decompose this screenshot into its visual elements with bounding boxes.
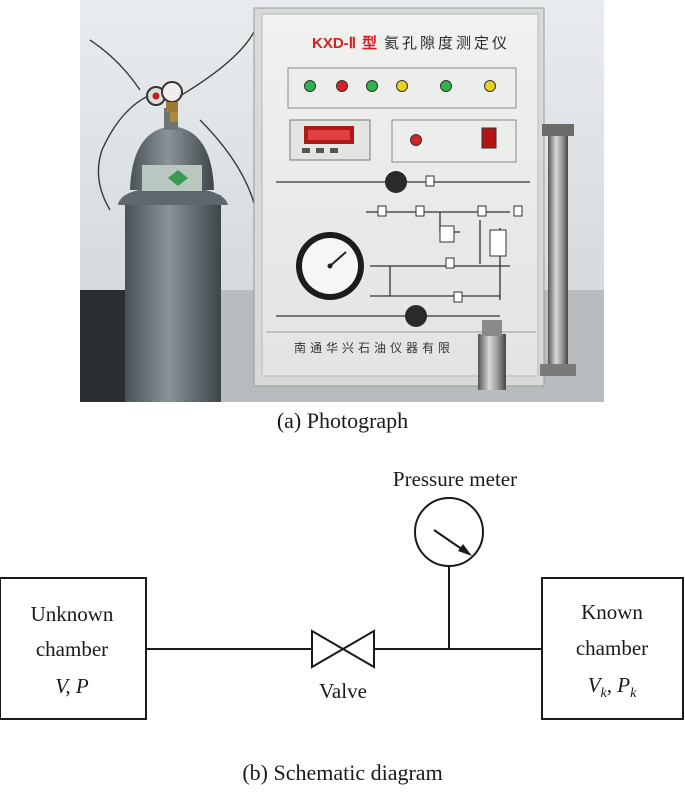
unknown-chamber-label-line1: Unknown — [31, 602, 114, 626]
known-chamber-label-line2: chamber — [576, 636, 648, 660]
unknown-chamber-label-line2: chamber — [36, 637, 108, 661]
control-knob-icon — [405, 305, 427, 327]
schematic-diagram: Pressure meter Unknown chamber V, P Know… — [0, 467, 684, 720]
green-light-icon — [440, 80, 452, 92]
green-light-icon — [304, 80, 316, 92]
unknown-chamber-box — [0, 577, 147, 720]
instrument-cabinet: KXD-Ⅱ 型 氦孔隙度测定仪 — [253, 7, 545, 387]
panel-title-model: KXD-Ⅱ — [312, 35, 356, 52]
known-chamber-vars: Vk, Pk — [588, 673, 637, 701]
pressure-meter-icon — [414, 497, 484, 567]
panel-title-suffix: 型 — [362, 34, 377, 52]
green-light-icon — [366, 80, 378, 92]
red-light-icon — [336, 80, 348, 92]
sample-chambers — [478, 124, 576, 390]
valve-label: Valve — [319, 679, 367, 703]
power-switch-icon — [481, 127, 497, 149]
panel-title-cn: 氦孔隙度测定仪 — [384, 34, 510, 52]
yellow-light-icon — [396, 80, 408, 92]
schematic-caption: (b) Schematic diagram — [242, 760, 443, 785]
control-knob-icon — [385, 171, 407, 193]
known-chamber-box — [541, 577, 684, 720]
pressure-regulator — [146, 81, 183, 122]
pressure-meter-label: Pressure meter — [393, 467, 517, 491]
photo-caption: (a) Photograph — [276, 408, 409, 433]
valve-icon — [311, 629, 375, 669]
yellow-light-icon — [484, 80, 496, 92]
pressure-gauge — [296, 232, 364, 300]
panel-footer: 南通华兴石油仪器有限 — [294, 340, 454, 355]
unknown-chamber-vars: V, P — [55, 674, 89, 698]
known-chamber-label-line1: Known — [581, 600, 643, 624]
gas-cylinder — [118, 108, 228, 402]
red-light-icon — [410, 134, 422, 146]
apparatus-photograph: KXD-Ⅱ 型 氦孔隙度测定仪 — [80, 0, 604, 402]
